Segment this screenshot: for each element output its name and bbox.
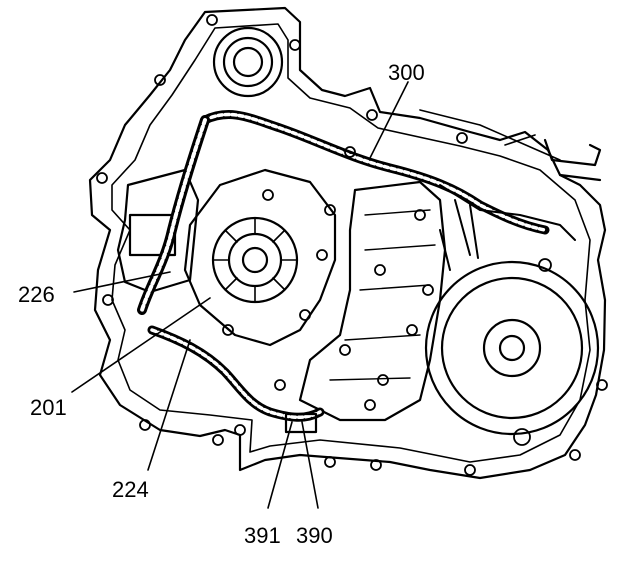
valve-body-ribs	[212, 217, 298, 303]
right-connector-group	[439, 184, 576, 271]
valve-body	[183, 168, 337, 347]
output-flange-center	[498, 334, 526, 362]
leader-391	[267, 421, 293, 509]
callout-300: 300	[388, 60, 425, 85]
right-valve-plate-channels	[329, 209, 436, 381]
bolt-heads	[96, 14, 608, 476]
leader-226	[73, 271, 171, 293]
wiring-harness-lower	[147, 325, 325, 422]
output-flange-outer	[424, 260, 600, 436]
callout-201: 201	[30, 395, 67, 420]
pump-seal-inner	[232, 46, 264, 78]
top-right-lines	[419, 109, 561, 161]
leader-lines	[71, 81, 409, 509]
callout-390: 390	[296, 523, 333, 548]
wiring-harness-lower-core	[150, 328, 322, 419]
wiring-harness-left-core	[140, 118, 207, 312]
leader-390	[301, 421, 319, 509]
pump-seal-outer	[212, 26, 284, 98]
output-flange-hub	[482, 318, 542, 378]
callout-224: 224	[112, 477, 149, 502]
output-flange-mid	[440, 276, 584, 420]
callout-226: 226	[18, 282, 55, 307]
right-bracket	[543, 138, 602, 182]
harness-connector	[284, 412, 318, 434]
pump-seal-mid	[222, 36, 274, 88]
leader-300	[369, 81, 409, 159]
leader-201	[71, 297, 211, 393]
case-outline	[88, 6, 607, 480]
valve-body-hub-inner	[241, 246, 269, 274]
right-valve-plate	[298, 180, 447, 422]
case-inner-flange	[111, 23, 591, 463]
callout-391: 391	[244, 523, 281, 548]
leader-224	[147, 339, 191, 471]
